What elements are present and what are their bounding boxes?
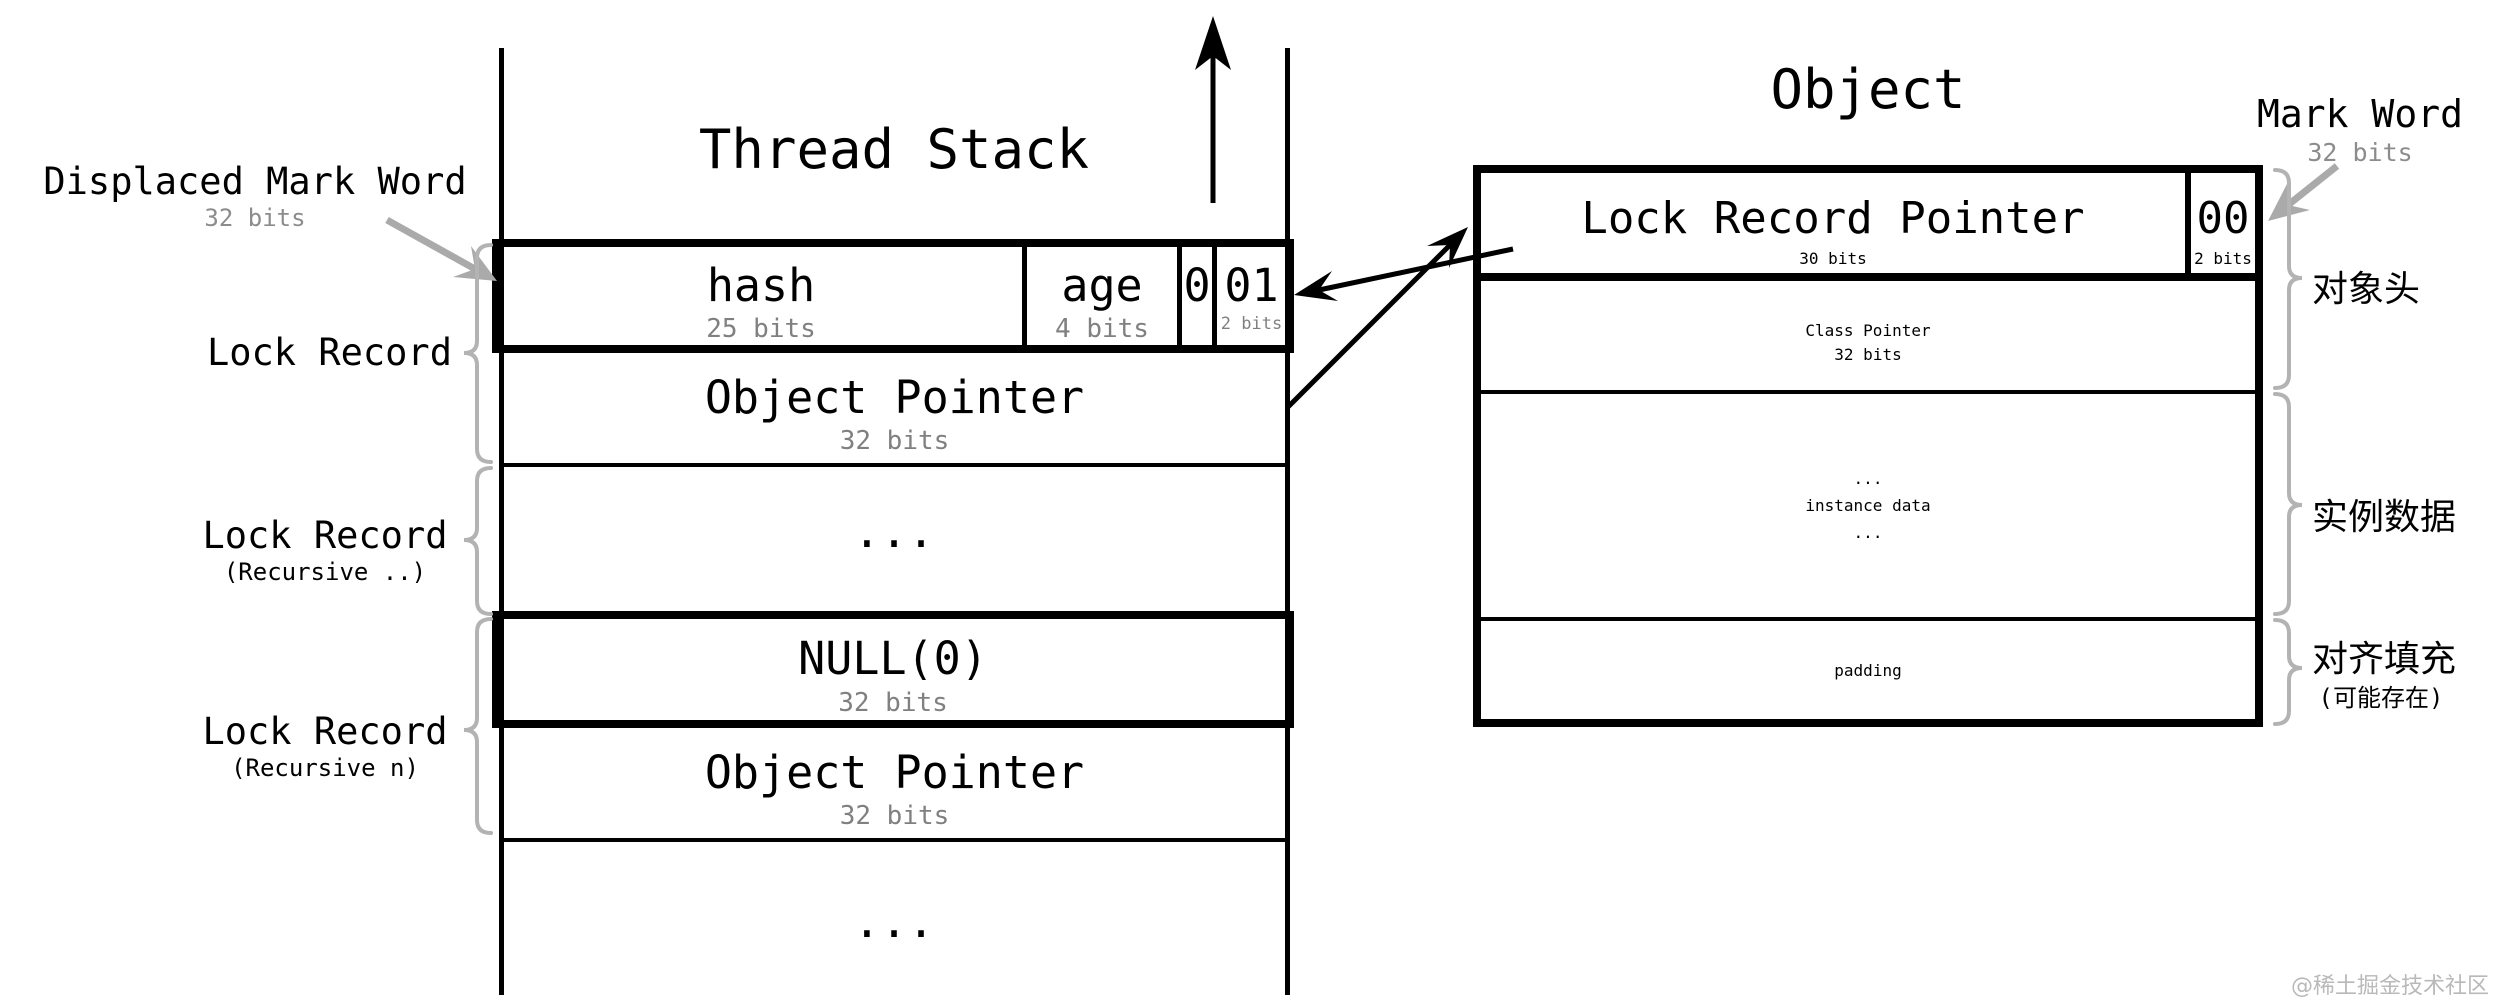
mark-word-hash-cell: hash 25 bits <box>500 247 1022 345</box>
age-bits: 4 bits <box>1055 314 1149 345</box>
displaced-mark-word-label: Displaced Mark Word <box>43 160 467 203</box>
object-pointer-row-2 <box>504 728 1285 842</box>
null-bits: 32 bits <box>838 687 948 718</box>
object-lock-flag-bits: 2 bits <box>2194 248 2252 268</box>
lock-record-2-sub: (Recursive ..) <box>223 558 427 587</box>
object-pointer-2-cell: Object Pointer 32 bits <box>504 728 1285 838</box>
mark-word-age-cell: age 4 bits <box>1022 247 1177 345</box>
object-lock-flag-label: 00 <box>2196 192 2250 244</box>
lock-record-pointer-label: Lock Record Pointer <box>1581 192 2085 244</box>
thread-stack-mark-word-row <box>492 239 1294 353</box>
object-pointer-1-cell: Object Pointer 32 bits <box>504 353 1285 463</box>
mark-word-note: Mark Word 32 bits <box>2230 92 2490 168</box>
lock-record-1-label: Lock Record <box>206 331 452 374</box>
thread-stack-ellipsis-2: ... <box>853 895 935 948</box>
class-pointer-bits: 32 bits <box>1834 345 1902 364</box>
alignment-padding-label: 对齐填充 <box>2312 639 2457 680</box>
lock-record-3-label: Lock Record <box>202 710 448 753</box>
lock-record-pointer-cell: Lock Record Pointer 30 bits <box>1481 173 2185 273</box>
displaced-mark-word-bits: 32 bits <box>204 204 306 233</box>
lock-record-3-note: Lock Record (Recursive n) <box>175 710 475 783</box>
object-header-label: 对象头 <box>2312 269 2421 310</box>
class-pointer-label: Class Pointer <box>1805 321 1931 340</box>
lock-record-1-brace <box>463 243 493 464</box>
thread-stack-ellipsis-1: ... <box>853 505 935 558</box>
instance-data-post: ... <box>1853 523 1883 542</box>
instance-data-zh-label: 实例数据 <box>2312 497 2457 538</box>
hash-label: hash <box>706 258 816 312</box>
instance-data-label: instance data <box>1805 496 1931 515</box>
object-pointer-2-bits: 32 bits <box>839 801 950 832</box>
null-row <box>492 611 1294 728</box>
displaced-mark-word-note: Displaced Mark Word 32 bits <box>30 160 480 233</box>
padding-row: padding <box>1481 621 2255 719</box>
instance-data-brace <box>2273 392 2303 616</box>
lock-record-pointer-bits: 30 bits <box>1799 248 1867 268</box>
mark-word-flag-cell: 01 2 bits <box>1212 247 1286 345</box>
padding-label: padding <box>1834 660 1902 680</box>
thread-stack-title: Thread Stack <box>698 118 1090 181</box>
class-pointer-row: Class Pointer 32 bits <box>1481 281 2255 394</box>
mark-word-biased-bit-cell: 0 <box>1177 247 1212 345</box>
object-pointer-2-label: Object Pointer <box>704 745 1085 799</box>
biased-bit-label: 0 <box>1183 258 1211 312</box>
object-header-brace <box>2273 168 2303 390</box>
lock-record-2-note: Lock Record (Recursive ..) <box>175 514 475 587</box>
object-pointer-1-bits: 32 bits <box>839 426 950 457</box>
lock-flag-bits: 2 bits <box>1220 314 1283 335</box>
object-pointer-row-1 <box>504 353 1285 467</box>
age-label: age <box>1061 258 1143 312</box>
stack-growth-arrow-icon <box>1195 16 1231 203</box>
mark-word-label: Mark Word <box>2257 92 2463 136</box>
object-pointer-arrow <box>1285 227 1468 410</box>
watermark: @稀土掘金技术社区 <box>2290 974 2489 999</box>
lock-record-2-label: Lock Record <box>202 514 448 557</box>
lock-record-3-sub: (Recursive n) <box>231 754 419 783</box>
lock-flag-label: 01 <box>1224 258 1279 312</box>
object-pointer-1-label: Object Pointer <box>704 370 1085 424</box>
mark-word-arrow-icon <box>2268 163 2340 221</box>
alignment-padding-sub: (可能存在) <box>2318 684 2444 712</box>
lock-record-1-note: Lock Record <box>152 331 452 375</box>
instance-data-row: ... instance data ... <box>1481 394 2255 621</box>
object-rows: Lock Record Pointer 30 bits 00 2 bits Cl… <box>1481 173 2255 719</box>
object-title: Object <box>1770 58 1966 121</box>
null-label: NULL(0) <box>798 632 988 686</box>
null-cell: NULL(0) 32 bits <box>500 619 1286 720</box>
object-mark-word-row: Lock Record Pointer 30 bits 00 2 bits <box>1481 173 2255 281</box>
alignment-padding-brace <box>2273 618 2303 726</box>
object-lock-flag-cell: 00 2 bits <box>2185 173 2255 273</box>
mark-word-bits: 32 bits <box>2307 137 2413 167</box>
hash-bits: 25 bits <box>706 314 816 345</box>
instance-data-pre: ... <box>1853 469 1883 488</box>
